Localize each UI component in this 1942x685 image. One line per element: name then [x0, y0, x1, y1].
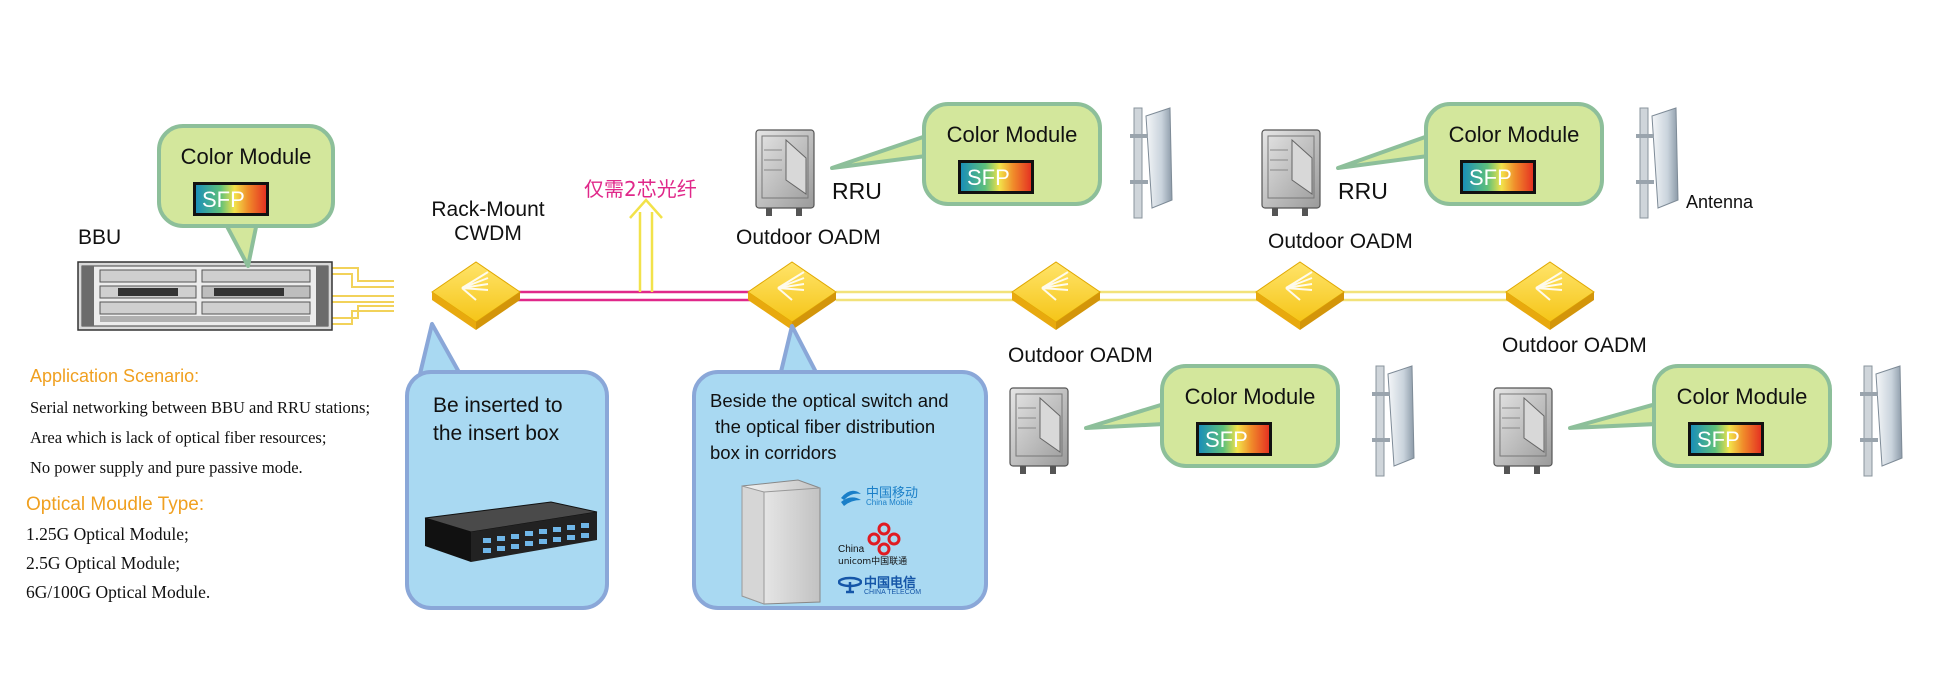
color-module-bubble-rru3: Color Module SFP	[1160, 364, 1340, 468]
rru-label-1: RRU	[832, 178, 882, 204]
color-module-bubble-rru1: Color Module SFP	[922, 102, 1102, 206]
sfp-module: SFP	[958, 160, 1034, 194]
sfp-label: SFP	[967, 165, 1010, 190]
antenna-label: Antenna	[1686, 192, 1754, 212]
rru-unit-2	[1261, 129, 1321, 217]
china-mobile-icon	[841, 490, 861, 506]
china-mobile-en: China Mobile	[866, 498, 913, 507]
rack-cwdm-device-image	[424, 501, 598, 562]
bbu-label: BBU	[78, 226, 122, 249]
sfp-label: SFP	[202, 187, 245, 212]
bubble-tail-insert	[418, 322, 462, 376]
module-type-line-3: 6G/100G Optical Module.	[26, 582, 211, 602]
two-core-fiber	[518, 290, 752, 302]
china-unicom-en-2: unicom中国联通	[838, 557, 908, 567]
antenna-1	[1129, 107, 1173, 219]
china-telecom-en: CHINA TELECOM	[864, 589, 922, 596]
color-module-bubble-rru4: Color Module SFP	[1652, 364, 1832, 468]
china-unicom-logo: China unicom中国联通	[838, 522, 928, 567]
color-module-title: Color Module	[1448, 122, 1580, 147]
antenna-4	[1859, 365, 1903, 477]
bbu-chassis	[77, 261, 333, 331]
antenna-3	[1371, 365, 1415, 477]
rack-mount-cwdm-icon	[431, 261, 521, 331]
outdoor-callout-line-2: the optical fiber distribution	[710, 416, 936, 437]
application-line-1: Serial networking between BBU and RRU st…	[30, 398, 371, 417]
application-line-2: Area which is lack of optical fiber reso…	[30, 428, 327, 447]
color-module-title: Color Module	[1676, 384, 1808, 409]
outdoor-cabinet-image	[741, 479, 821, 605]
fiber-note-arrow	[629, 198, 663, 292]
outdoor-oadm-icon-3	[1255, 261, 1345, 331]
china-telecom-icon	[838, 576, 862, 594]
outdoor-oadm-icon-1	[747, 261, 837, 331]
application-line-3: No power supply and pure passive mode.	[30, 458, 303, 477]
trunk-fiber	[836, 290, 1510, 302]
color-module-title: Color Module	[1184, 384, 1316, 409]
antenna-2	[1635, 107, 1679, 219]
insert-callout-line-1: Be inserted to	[433, 394, 563, 417]
rack-mount-label-1: Rack-Mount	[431, 198, 545, 221]
insert-callout-line-2: the insert box	[433, 422, 560, 445]
module-type-line-2: 2.5G Optical Module;	[26, 553, 181, 573]
sfp-module: SFP	[1460, 160, 1536, 194]
outdoor-callout-line-1: Beside the optical switch and	[710, 390, 949, 411]
outdoor-oadm-label-1: Outdoor OADM	[736, 226, 881, 249]
color-module-bubble-rru2: Color Module SFP	[1424, 102, 1604, 206]
application-heading: Application Scenario:	[30, 366, 200, 386]
rack-mount-label-2: CWDM	[454, 222, 522, 245]
rru-unit-4	[1493, 387, 1553, 475]
china-telecom-logo: 中国电信 CHINA TELECOM	[838, 572, 928, 602]
module-type-heading: Optical Moudle Type:	[26, 494, 205, 515]
insert-box-callout: Be inserted to the insert box	[405, 370, 609, 610]
bubble-tail-rru3	[1084, 402, 1166, 430]
china-telecom-cn: 中国电信	[864, 576, 917, 591]
module-type-line-1: 1.25G Optical Module;	[26, 524, 189, 544]
sfp-module: SFP	[1196, 422, 1272, 456]
outdoor-oadm-label-4: Outdoor OADM	[1502, 334, 1647, 357]
china-mobile-logo: 中国移动 China Mobile	[838, 482, 928, 512]
china-unicom-en-1: China	[838, 544, 865, 555]
sfp-label: SFP	[1697, 427, 1740, 452]
fiber-note-label: 仅需2芯光纤	[584, 177, 697, 201]
bubble-tail-rru1	[830, 134, 928, 170]
rru-unit-1	[755, 129, 815, 217]
sfp-module: SFP	[1688, 422, 1764, 456]
outdoor-oadm-label-2: Outdoor OADM	[1268, 230, 1413, 253]
bbu-fiber-links	[332, 267, 394, 325]
color-module-title: Color Module	[180, 144, 312, 169]
china-unicom-icon	[867, 522, 901, 556]
outdoor-oadm-icon-2	[1011, 261, 1101, 331]
outdoor-callout-line-3: box in corridors	[710, 442, 837, 463]
bubble-tail-rru4	[1568, 402, 1658, 430]
bubble-tail-rru2	[1336, 134, 1430, 170]
china-mobile-cn: 中国移动	[866, 486, 919, 501]
bubble-tail-outdoor	[778, 324, 820, 378]
color-module-title: Color Module	[946, 122, 1078, 147]
rru-unit-3	[1009, 387, 1069, 475]
sfp-label: SFP	[1205, 427, 1248, 452]
outdoor-oadm-label-3: Outdoor OADM	[1008, 344, 1153, 367]
sfp-module: SFP	[193, 182, 269, 216]
outdoor-cabinet-callout: Beside the optical switch and the optica…	[692, 370, 988, 610]
color-module-bubble-bbu: Color Module SFP	[157, 124, 335, 228]
outdoor-oadm-icon-4	[1505, 261, 1595, 331]
sfp-label: SFP	[1469, 165, 1512, 190]
rru-label-2: RRU	[1338, 178, 1388, 204]
